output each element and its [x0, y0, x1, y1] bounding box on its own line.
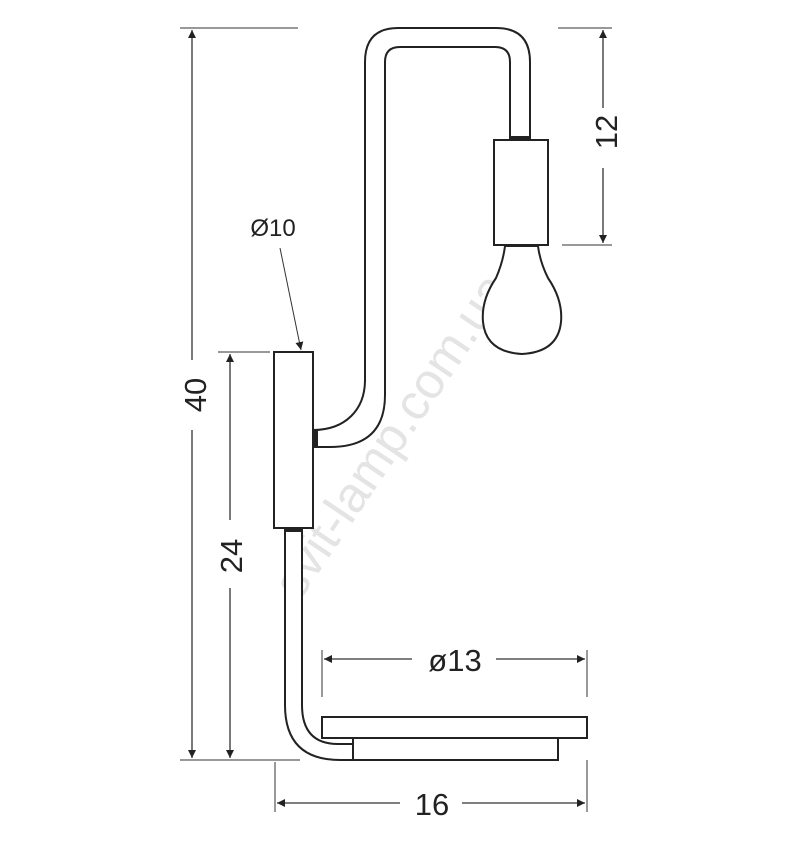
dimension-label-40: 40 — [178, 378, 213, 412]
dimension-tube-diameter: Ø10 — [250, 215, 304, 351]
base-disc-bottom — [352, 737, 559, 761]
dimension-label-12: 12 — [589, 115, 624, 149]
wall-plate — [273, 351, 314, 529]
dimension-label-d13: ø13 — [428, 643, 481, 678]
dimension-label-24: 24 — [214, 539, 249, 573]
arm-connector — [312, 430, 318, 448]
stem-cap — [285, 528, 303, 532]
dimension-label-16: 16 — [415, 787, 449, 822]
upper-arm-tube — [312, 27, 531, 448]
dimension-label-d10: Ø10 — [250, 215, 295, 242]
lamp-socket — [493, 139, 549, 246]
dimension-wall-plate: 24 — [214, 351, 270, 758]
dimension-depth: 16 — [274, 760, 588, 822]
dimension-socket-drop: 12 — [558, 27, 624, 246]
socket-cap — [511, 136, 530, 141]
light-bulb — [481, 245, 563, 356]
dimension-base-diameter: ø13 — [321, 643, 588, 697]
base-disc-top — [321, 716, 588, 739]
dimension-total-height: 40 — [178, 27, 300, 761]
